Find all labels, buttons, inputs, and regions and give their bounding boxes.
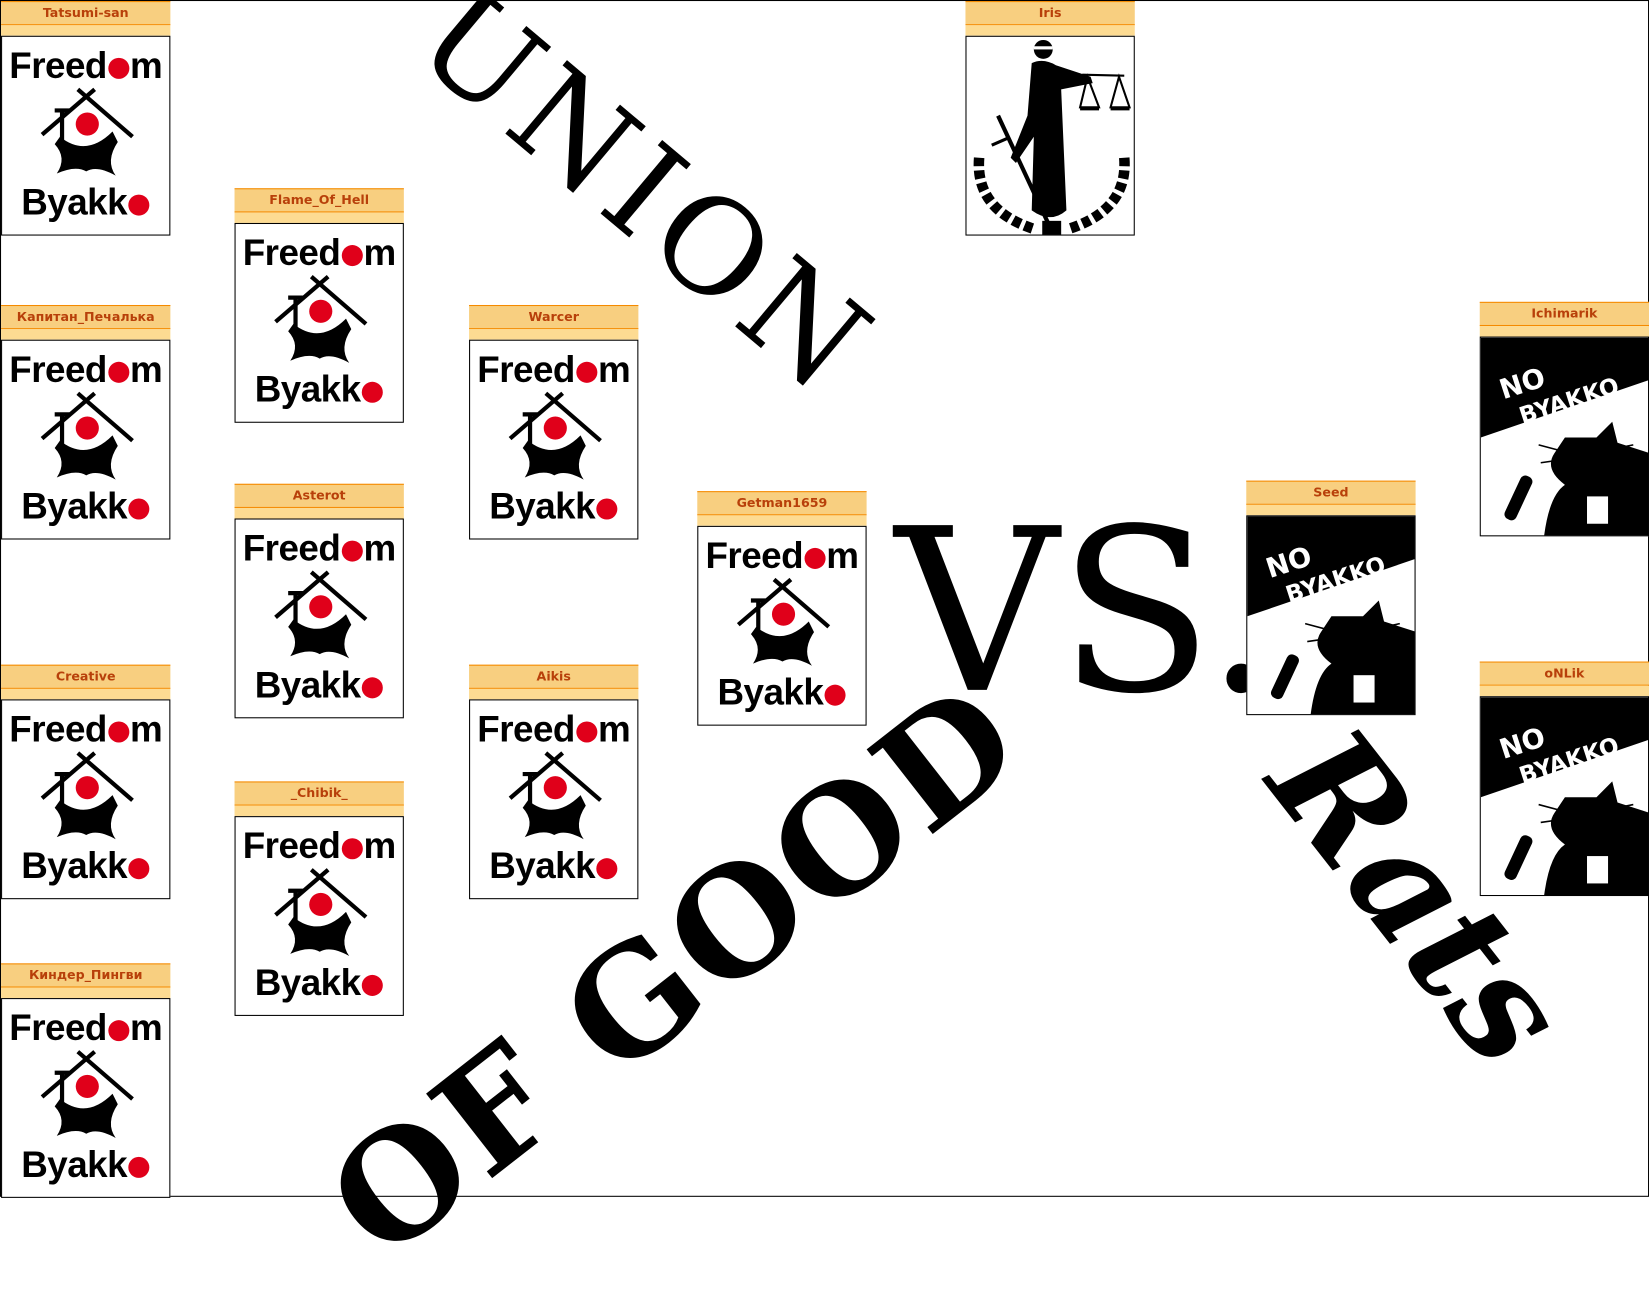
member-name: Киндер_Пингви xyxy=(1,963,171,988)
header-stripe xyxy=(1246,504,1416,516)
byakko-emblem-icon xyxy=(40,391,134,480)
member-name: Ichimarik xyxy=(1479,301,1649,327)
header-stripe xyxy=(965,25,1135,36)
member-name: Creative xyxy=(1,664,171,689)
header-stripe xyxy=(469,329,639,340)
member-card: Seed NO BYAKKO xyxy=(1246,480,1416,716)
header-stripe xyxy=(1,688,171,700)
byakko-text: Byakk xyxy=(236,371,403,408)
member-name: Капитан_Печалька xyxy=(1,304,171,330)
header-stripe xyxy=(469,688,639,700)
member-name: Iris xyxy=(965,1,1135,26)
byakko-emblem-icon xyxy=(40,87,134,176)
header-stripe xyxy=(1479,685,1649,697)
rat-poster-icon: NO BYAKKO xyxy=(1480,337,1649,536)
header-stripe xyxy=(1479,326,1649,337)
member-name: _Chibik_ xyxy=(234,781,404,806)
member-name: Flame_Of_Hell xyxy=(234,188,404,213)
member-name: Getman1659 xyxy=(697,491,867,516)
byakko-emblem-icon xyxy=(274,868,368,956)
member-card: oNLik NO BYAKKO xyxy=(1479,661,1649,897)
byakko-text: Byakk xyxy=(236,964,403,1001)
byakko-text: Byakk xyxy=(2,184,169,221)
byakko-emblem-icon xyxy=(274,275,368,363)
byakko-text: Byakk xyxy=(470,848,637,885)
member-avatar xyxy=(965,35,1135,236)
of-good-title: OF GOOD xyxy=(298,649,1054,1292)
header-stripe xyxy=(1,329,171,340)
byakko-text: Byakk xyxy=(2,488,169,525)
byakko-text: Byakk xyxy=(470,488,637,525)
header-stripe xyxy=(234,805,404,817)
union-title: UNION xyxy=(388,0,903,426)
byakko-text: Byakk xyxy=(2,848,169,885)
byakko-emblem-icon xyxy=(508,751,602,840)
member-name: Asterot xyxy=(234,483,404,508)
lady-justice-icon xyxy=(973,39,1132,235)
header-stripe xyxy=(234,507,404,519)
byakko-text: Byakk xyxy=(698,674,865,711)
header-stripe xyxy=(1,987,171,999)
vs-title: VS. xyxy=(894,479,1278,744)
rat-poster-icon: NO BYAKKO xyxy=(1247,516,1415,715)
member-name: Warcer xyxy=(469,304,639,330)
member-card: Iris xyxy=(965,1,1135,236)
member-avatar: NO BYAKKO xyxy=(1246,515,1416,716)
header-stripe xyxy=(234,212,404,223)
byakko-emblem-icon xyxy=(274,570,368,659)
member-name: Seed xyxy=(1246,480,1416,505)
member-avatar: NO BYAKKO xyxy=(1479,336,1649,537)
byakko-text: Byakk xyxy=(236,667,403,704)
byakko-text: Byakk xyxy=(2,1146,169,1183)
byakko-emblem-icon xyxy=(40,1050,134,1138)
member-avatar: NO BYAKKO xyxy=(1479,696,1649,897)
member-name: oNLik xyxy=(1479,661,1649,686)
header-stripe xyxy=(697,515,867,526)
rat-poster-icon: NO BYAKKO xyxy=(1480,697,1649,895)
member-name: Aikis xyxy=(469,664,639,689)
header-stripe xyxy=(1,25,171,36)
byakko-emblem-icon xyxy=(508,391,602,480)
member-name: Tatsumi-san xyxy=(1,1,171,26)
member-card: Ichimarik NO BYAKKO xyxy=(1479,301,1649,537)
byakko-emblem-icon xyxy=(736,577,831,666)
byakko-emblem-icon xyxy=(40,751,134,840)
